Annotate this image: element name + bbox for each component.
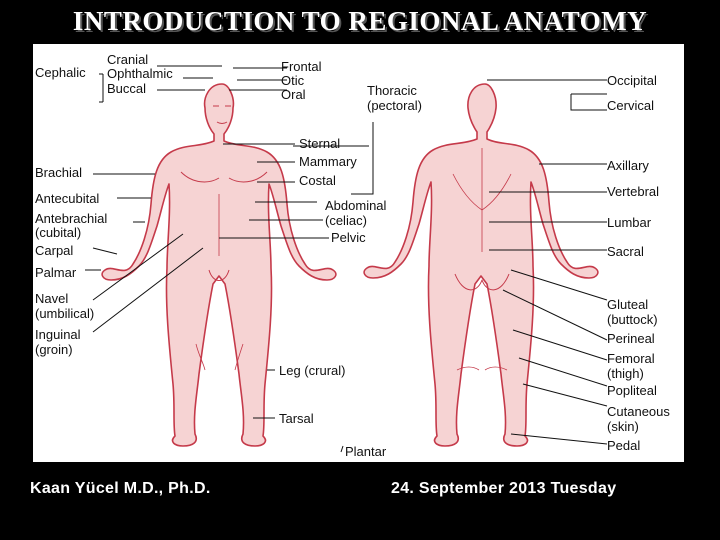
label-navel: Navel (35, 292, 68, 306)
label-frontal: Frontal (281, 60, 321, 74)
label-occipital: Occipital (607, 74, 657, 88)
label-antebrachial: Antebrachial (35, 212, 107, 226)
label-celiac: (celiac) (325, 214, 367, 228)
label-inguinal: Inguinal (35, 328, 81, 342)
label-oral: Oral (281, 88, 306, 102)
label-costal: Costal (299, 174, 336, 188)
footer-date: 24. September 2013 Tuesday (391, 480, 616, 498)
label-groin: (groin) (35, 343, 73, 357)
label-pectoral: (pectoral) (367, 99, 422, 113)
label-axillary: Axillary (607, 159, 649, 173)
label-buttock: (buttock) (607, 313, 658, 327)
footer-author: Kaan Yücel M.D., Ph.D. (30, 480, 211, 498)
label-cranial: Cranial (107, 53, 148, 67)
label-popliteal: Popliteal (607, 384, 657, 398)
slide-title: INTRODUCTION TO REGIONAL ANATOMY (0, 6, 720, 37)
label-palmar: Palmar (35, 266, 76, 280)
label-umbilical: (umbilical) (35, 307, 94, 321)
label-ophthalmic: Ophthalmic (107, 67, 173, 81)
anatomy-diagram: Cephalic Cranial Ophthalmic Buccal Front… (33, 44, 684, 462)
label-cubital: (cubital) (35, 226, 81, 240)
label-otic: Otic (281, 74, 304, 88)
label-gluteal: Gluteal (607, 298, 648, 312)
label-pelvic: Pelvic (331, 231, 366, 245)
label-lumbar: Lumbar (607, 216, 651, 230)
body-figures (33, 44, 684, 462)
label-cervical: Cervical (607, 99, 654, 113)
label-carpal: Carpal (35, 244, 73, 258)
label-brachial: Brachial (35, 166, 82, 180)
label-tarsal: Tarsal (279, 412, 314, 426)
label-femoral: Femoral (607, 352, 655, 366)
label-cutaneous: Cutaneous (607, 405, 670, 419)
label-skin: (skin) (607, 420, 639, 434)
label-sacral: Sacral (607, 245, 644, 259)
label-cephalic: Cephalic (35, 66, 86, 80)
posterior-figure (364, 84, 598, 446)
label-mammary: Mammary (299, 155, 357, 169)
label-antecubital: Antecubital (35, 192, 99, 206)
label-thigh: (thigh) (607, 367, 644, 381)
label-thoracic: Thoracic (367, 84, 417, 98)
label-vertebral: Vertebral (607, 185, 659, 199)
label-buccal: Buccal (107, 82, 146, 96)
label-abdominal: Abdominal (325, 199, 386, 213)
label-perineal: Perineal (607, 332, 655, 346)
label-plantar: Plantar (345, 445, 386, 459)
label-pedal: Pedal (607, 439, 640, 453)
label-leg: Leg (crural) (279, 364, 345, 378)
label-sternal: Sternal (299, 137, 340, 151)
